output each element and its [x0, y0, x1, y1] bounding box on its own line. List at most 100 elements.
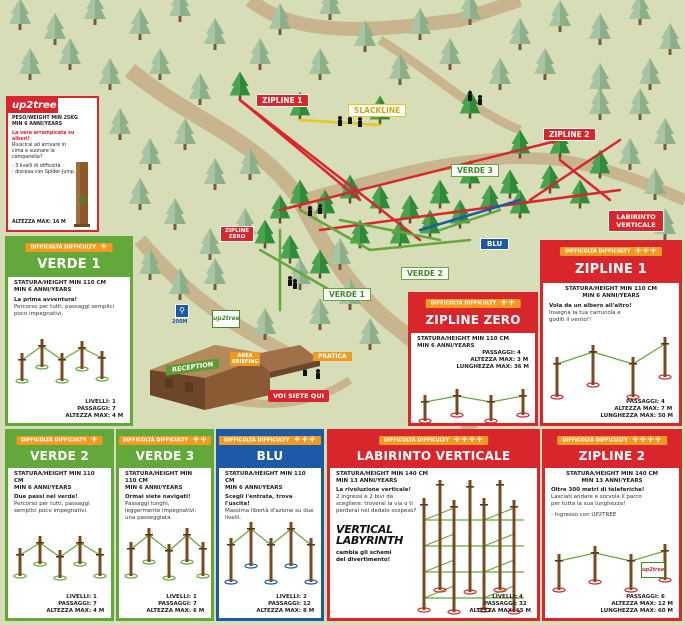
course-stats: PASSAGGI: 4 ALTEZZA MAX: 3 M LUNGHEZZA M… — [456, 350, 529, 370]
stat-age: MIN 13 ANNI/YEARS — [336, 478, 398, 484]
stat-age: MIN 6 ANNI/YEARS — [14, 287, 72, 293]
tree-trunk-illustration — [74, 162, 90, 227]
stat-height: STATURA/HEIGHT MIN 140 CM — [566, 471, 658, 477]
stat-age: MIN 6 ANNI/YEARS — [582, 293, 640, 299]
course-pole — [658, 337, 672, 380]
card-labirinto[interactable]: DIFFICOLTÀ DIFFICULTY++++ LABIRINTO VERT… — [327, 429, 540, 621]
card-title: VERDE 3 — [135, 449, 195, 463]
desc-bold: Ormai siete navigati! — [125, 494, 191, 500]
card-title: LABIRINTO VERTICALE — [356, 449, 511, 463]
course-cable — [230, 528, 252, 546]
up2tree-height: ALTEZZA MAX: 16 M — [12, 220, 66, 225]
map-label-zipline2[interactable]: ZIPLINE 2 — [543, 128, 596, 141]
course-stats: PASSAGGI: 4 ALTEZZA MAX: 7 M LUNGHEZZA M… — [600, 399, 673, 419]
course-stats: PASSAGGI: 6 ALTEZZA MAX: 12 M LUNGHEZZA … — [600, 594, 673, 614]
course-pole — [93, 548, 107, 579]
stat-height: STATURA/HEIGHT MIN 110 CM — [225, 471, 306, 484]
desc-text: Percorso per tutti, passaggi semplici po… — [14, 304, 115, 317]
card-title: VERDE 1 — [37, 257, 101, 272]
desc-text: Massima libertà d'azione su due livelli. — [225, 508, 314, 521]
stat-height: STATURA/HEIGHT MIN 110 CM — [14, 471, 95, 484]
map-label-area-briefing[interactable]: AREA BRIEFING — [230, 352, 260, 366]
course-pole — [196, 542, 210, 579]
stat-height: STATURA/HEIGHT MIN 110 CM — [125, 471, 193, 484]
visitor — [316, 369, 320, 379]
course-cable — [250, 528, 272, 546]
course-pole — [493, 480, 507, 593]
course-cable — [592, 351, 634, 365]
course-illustration — [550, 337, 672, 400]
map-label-verde2[interactable]: VERDE 2 — [401, 267, 449, 280]
card-verde1[interactable]: DIFFICOLTÀ DIFFICULTY+ VERDE 1 STATURA/H… — [5, 236, 133, 426]
course-pole — [13, 548, 27, 579]
course-cable — [556, 351, 594, 365]
difficulty-badge: DIFFICOLTÀ DIFFICULTY++ — [425, 299, 521, 308]
stat-height: STATURA/HEIGHT MIN 140 CM — [336, 471, 428, 477]
course-pole — [304, 538, 318, 585]
course-cable — [290, 528, 312, 546]
course-pole — [463, 480, 477, 595]
stat-age: MIN 6 ANNI/YEARS — [417, 343, 475, 349]
course-pole — [142, 528, 156, 565]
course-pole — [284, 522, 298, 569]
course-pole — [433, 480, 447, 593]
course-illustration — [417, 480, 524, 615]
course-pole — [124, 542, 138, 579]
map-label-slackline[interactable]: SLACKLINE — [348, 104, 407, 117]
course-stats: LIVELLI: 1 PASSAGGI: 7 ALTEZZA MAX: 4 M — [46, 594, 105, 614]
course-pole — [418, 395, 432, 423]
course-cable — [186, 534, 204, 550]
course-pole — [35, 339, 49, 370]
difficulty-badge: DIFFICOLTÀ DIFFICULTY++++ — [378, 436, 489, 445]
map-label-verde3[interactable]: VERDE 3 — [451, 164, 499, 177]
map-label-zipline1[interactable]: ZIPLINE 1 — [256, 94, 309, 107]
course-pole — [588, 546, 602, 585]
course-illustration — [224, 522, 318, 585]
course-pole — [550, 357, 564, 400]
card-zipline1[interactable]: DIFFICOLTÀ DIFFICULTY+++ ZIPLINE 1 STATU… — [540, 240, 682, 426]
desc-text: Percorso per tutti, passaggi semplici po… — [14, 501, 90, 514]
visitor — [308, 206, 312, 216]
card-verde3[interactable]: DIFFICOLTÀ DIFFICULTY++ VERDE 3 STATURA/… — [116, 429, 214, 621]
card-zipline-zero[interactable]: DIFFICOLTÀ DIFFICULTY++ ZIPLINE ZERO STA… — [408, 292, 538, 426]
map-label-voi-siete-qui: VOI SIETE QUI — [268, 390, 330, 402]
up2tree-logo: up2tree — [8, 98, 58, 113]
card-verde2[interactable]: DIFFICOLTÀ DIFFICULTY+ VERDE 2 STATURA/H… — [5, 429, 114, 621]
stat-age: MIN 6 ANNI/YEARS — [225, 485, 283, 491]
up2tree-desc-bold: La vera arrampicata su alberi! — [12, 131, 75, 142]
course-cable — [41, 345, 63, 361]
stat-age: MIN 6 ANNI/YEARS — [14, 485, 72, 491]
course-cable — [79, 542, 101, 556]
vertical-labyrinth-logo: VERTICAL LABYRINTH — [336, 523, 404, 547]
stat-height: STATURA/HEIGHT MIN 110 CM — [14, 280, 106, 286]
visitor — [358, 117, 362, 127]
course-cable — [630, 550, 666, 562]
desc-bold: La prima avventura! — [14, 297, 78, 303]
card-zipline2[interactable]: DIFFICOLTÀ DIFFICULTY++++ ZIPLINE 2 STAT… — [542, 429, 682, 621]
course-pole — [244, 522, 258, 569]
desc-text: Insegna la tua carrucola e goditi il ven… — [549, 310, 621, 323]
course-pole — [15, 353, 29, 384]
stat-age: MIN 13 ANNI/YEARS — [581, 478, 643, 484]
course-cable — [424, 395, 458, 403]
card-blu[interactable]: DIFFICOLTÀ DIFFICULTY+++ BLU STATURA/HEI… — [216, 429, 324, 621]
desc-text: 2 ingressi e 2 bivi da scegliere: trover… — [336, 494, 417, 514]
course-cable — [148, 534, 170, 552]
up2tree-badge: up2tree — [641, 562, 665, 578]
stat-height: STATURA/HEIGHT MIN 110 CM — [565, 286, 657, 292]
stat-age: MIN 6 ANNI/YEARS — [125, 485, 183, 491]
visitor — [288, 276, 292, 286]
map-label-verde1[interactable]: VERDE 1 — [323, 288, 371, 301]
course-pole — [33, 536, 47, 567]
map-label-pratica[interactable]: PRATICA — [313, 352, 352, 361]
map-label-blu[interactable]: BLU — [480, 238, 510, 250]
course-pole — [552, 554, 566, 593]
map-label-distance: 200M — [172, 319, 188, 325]
course-cable — [19, 542, 41, 556]
map-label-labirinto[interactable]: LABIRINTO VERTICALE — [608, 210, 664, 232]
map-label-zipline-zero[interactable]: ZIPLINE ZERO — [220, 226, 254, 242]
difficulty-badge: DIFFICOLTÀ DIFFICULTY+++ — [219, 436, 321, 445]
card-up2tree[interactable]: up2tree PESO/WEIGHT MIN 25KG MIN 6 ANNI/… — [6, 96, 99, 232]
visitor — [318, 204, 322, 214]
